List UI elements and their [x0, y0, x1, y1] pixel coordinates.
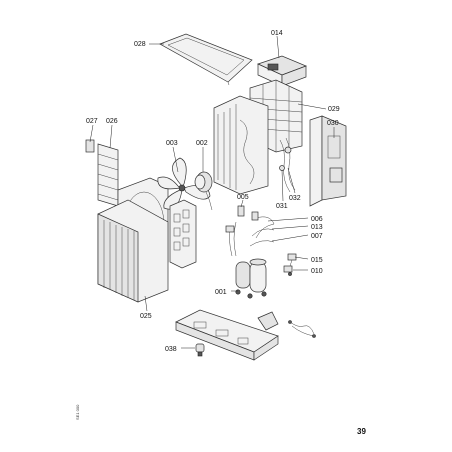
- callout-038: 038: [165, 346, 177, 353]
- callout-026: 026: [106, 118, 118, 125]
- callout-003: 003: [166, 140, 178, 147]
- callout-010: 010: [311, 268, 323, 275]
- fan-blade-part: [157, 157, 211, 210]
- wiring-bundle-part: [288, 320, 316, 338]
- callout-032: 032: [289, 195, 301, 202]
- callout-007: 007: [311, 233, 323, 240]
- callout-029: 029: [328, 106, 340, 113]
- callout-labels: 028 014 029 027 026 003 002 030 032 031 …: [86, 30, 340, 353]
- condenser-coil-part: [213, 95, 269, 195]
- compressor-part: [235, 258, 267, 299]
- callout-030: 030: [327, 120, 339, 127]
- callout-028: 028: [134, 41, 146, 48]
- callout-006: 006: [311, 216, 323, 223]
- callout-001: 001: [215, 289, 227, 296]
- tubing-part: [279, 137, 296, 193]
- electrical-box-part: [257, 55, 307, 87]
- base-tray-part: [175, 309, 279, 361]
- callout-027: 027: [86, 118, 98, 125]
- side-code: SE1 000: [75, 404, 80, 420]
- callout-015: 015: [311, 257, 323, 264]
- motor-bracket-part: [169, 199, 197, 269]
- top-cover-part: [159, 33, 253, 86]
- callout-031: 031: [276, 203, 288, 210]
- valve-assembly-part: [225, 205, 275, 257]
- drain-cap-part: [195, 343, 205, 357]
- callout-025: 025: [140, 313, 152, 320]
- callout-005: 005: [237, 194, 249, 201]
- callout-002: 002: [196, 140, 208, 147]
- side-panel-part: [309, 115, 347, 207]
- front-panel-part: [97, 199, 169, 303]
- fan-motor-part: [194, 171, 213, 211]
- callout-013: 013: [311, 224, 323, 231]
- left-side-grille-part: [85, 139, 119, 207]
- page-number: 39: [357, 427, 366, 436]
- leader-lines: [89, 35, 335, 349]
- small-fittings-part: [283, 253, 297, 276]
- callout-014: 014: [271, 30, 283, 37]
